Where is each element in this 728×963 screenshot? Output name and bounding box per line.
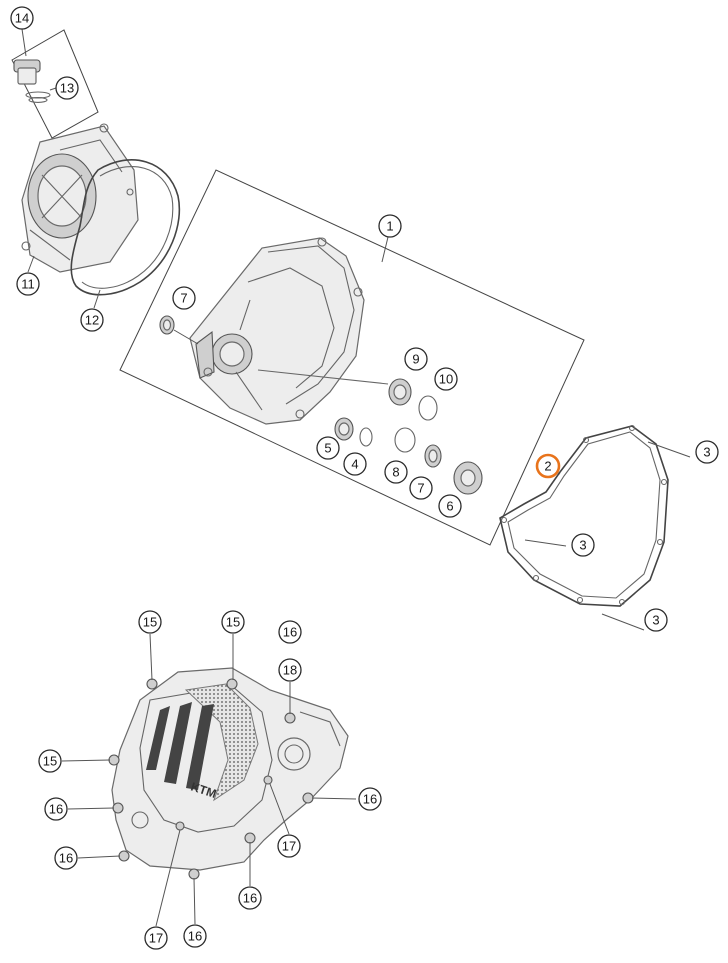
callout-15-left[interactable]: 15 [38, 749, 62, 773]
callout-8[interactable]: 8 [384, 460, 408, 484]
shaft-seal-right-part[interactable] [424, 444, 442, 468]
callout-16-top[interactable]: 16 [278, 620, 302, 644]
callout-1[interactable]: 1 [378, 214, 402, 238]
callout-16-right[interactable]: 16 [358, 787, 382, 811]
svg-text:18: 18 [283, 663, 297, 678]
callout-9[interactable]: 9 [404, 347, 428, 371]
callout-3-top[interactable]: 3 [695, 440, 719, 464]
svg-text:15: 15 [43, 754, 57, 769]
callout-16-bottom[interactable]: 16 [183, 924, 207, 948]
leader-lines [21, 28, 561, 927]
svg-text:16: 16 [49, 802, 63, 817]
callout-16-left-lower[interactable]: 16 [54, 846, 78, 870]
svg-text:16: 16 [243, 891, 257, 906]
dowel-pins-parts[interactable] [524, 441, 691, 631]
callout-15-right-top[interactable]: 15 [221, 610, 245, 634]
screw-plug-part[interactable] [13, 59, 51, 103]
clutch-cover-assembly-frame [119, 169, 585, 546]
callout-16-left-upper[interactable]: 16 [44, 797, 68, 821]
ignition-cover-part[interactable]: KTM [108, 667, 349, 880]
svg-text:17: 17 [282, 839, 296, 854]
callout-5[interactable]: 5 [316, 436, 340, 460]
circlip-4-part[interactable] [359, 427, 373, 447]
svg-text:8: 8 [392, 465, 399, 480]
callout-17-right[interactable]: 17 [277, 834, 301, 858]
svg-text:4: 4 [351, 457, 358, 472]
svg-text:17: 17 [149, 931, 163, 946]
svg-text:16: 16 [363, 792, 377, 807]
svg-text:14: 14 [15, 11, 29, 26]
svg-text:12: 12 [85, 313, 99, 328]
svg-text:10: 10 [439, 372, 453, 387]
svg-text:11: 11 [21, 277, 35, 292]
callout-2-highlighted[interactable]: 2 [535, 453, 561, 479]
svg-text:3: 3 [652, 613, 659, 628]
svg-text:3: 3 [703, 445, 710, 460]
svg-text:1: 1 [386, 219, 393, 234]
svg-text:9: 9 [412, 352, 419, 367]
seal-5-part[interactable] [334, 417, 354, 441]
callout-7-right[interactable]: 7 [409, 476, 433, 500]
plug-detail-frame [11, 29, 99, 139]
svg-text:16: 16 [59, 851, 73, 866]
callout-16-bottom-right[interactable]: 16 [238, 886, 262, 910]
svg-text:16: 16 [283, 625, 297, 640]
callout-14[interactable]: 14 [10, 6, 34, 30]
svg-text:5: 5 [324, 441, 331, 456]
bearing-9-part[interactable] [388, 378, 412, 406]
callout-3-bottom[interactable]: 3 [644, 608, 668, 632]
svg-text:7: 7 [417, 481, 424, 496]
circlip-10-part[interactable] [418, 395, 438, 421]
svg-text:2: 2 [544, 459, 551, 474]
callout-10[interactable]: 10 [434, 367, 458, 391]
svg-text:15: 15 [143, 615, 157, 630]
callout-15-left-top[interactable]: 15 [138, 610, 162, 634]
callout-11[interactable]: 11 [16, 272, 40, 296]
o-ring-8-part[interactable] [394, 427, 416, 453]
svg-text:15: 15 [226, 615, 240, 630]
svg-text:13: 13 [60, 81, 74, 96]
shaft-seal-left-part[interactable] [159, 315, 199, 345]
svg-text:7: 7 [180, 291, 187, 306]
callout-6[interactable]: 6 [438, 494, 462, 518]
svg-text:3: 3 [579, 538, 586, 553]
outer-cover-gasket-part[interactable] [70, 159, 181, 296]
outer-clutch-cover-part[interactable] [21, 123, 139, 273]
outer-clutch-cover-group [11, 29, 181, 296]
clutch-cover-part[interactable] [189, 237, 389, 425]
clutch-cover-gasket-part[interactable] [499, 424, 669, 607]
svg-text:16: 16 [188, 929, 202, 944]
callout-13[interactable]: 13 [55, 76, 79, 100]
bearing-6-part[interactable] [453, 461, 483, 495]
callout-7-left[interactable]: 7 [172, 286, 196, 310]
callout-3-middle[interactable]: 3 [571, 533, 595, 557]
callout-12[interactable]: 12 [80, 308, 104, 332]
svg-text:6: 6 [446, 499, 453, 514]
callout-17-bottom[interactable]: 17 [144, 926, 168, 950]
callout-4[interactable]: 4 [343, 452, 367, 476]
callout-18[interactable]: 18 [278, 658, 302, 682]
